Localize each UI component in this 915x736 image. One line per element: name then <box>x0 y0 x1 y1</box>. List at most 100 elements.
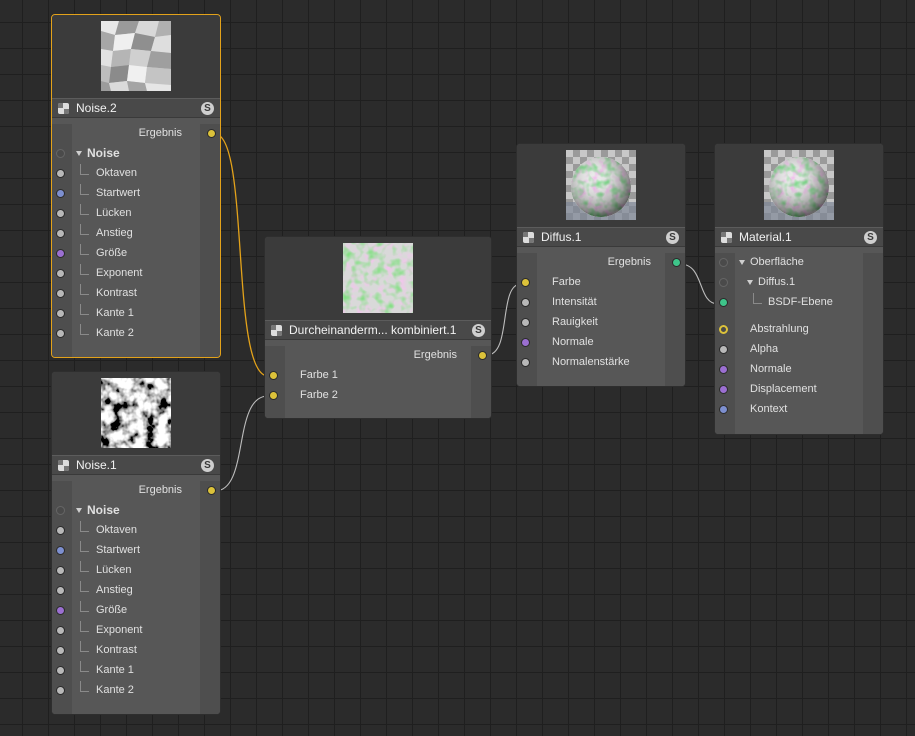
triangle-down-icon[interactable] <box>739 260 745 265</box>
output-strip <box>471 346 491 418</box>
noise-1-thumbnail <box>101 378 171 448</box>
input-label: Farbe 2 <box>300 389 338 401</box>
input-port[interactable] <box>719 405 728 414</box>
node-material-1[interactable]: Material.1 S Oberfläche Diffus.1 BSDF-Eb… <box>714 143 884 435</box>
solo-s-icon[interactable]: S <box>472 323 485 337</box>
input-port[interactable] <box>521 298 530 307</box>
input-port[interactable] <box>56 309 65 318</box>
input-port[interactable] <box>56 606 65 615</box>
input-label: Farbe 1 <box>300 369 338 381</box>
node-noise-1[interactable]: Noise.1 S Ergebnis Noise Oktaven Startwe… <box>51 371 221 715</box>
node-mix-combined[interactable]: Durcheinanderm... kombiniert.1 S Ergebni… <box>264 236 492 419</box>
input-port[interactable] <box>269 391 278 400</box>
input-port[interactable] <box>521 338 530 347</box>
input-port[interactable] <box>56 189 65 198</box>
output-port[interactable] <box>478 351 487 360</box>
input-port[interactable] <box>56 586 65 595</box>
input-row-kante-1: Kante 1 <box>52 661 220 681</box>
solo-s-icon[interactable]: S <box>201 458 214 472</box>
output-port[interactable] <box>672 258 681 267</box>
group-port[interactable] <box>56 506 65 515</box>
material-title-bar[interactable]: Material.1 S <box>715 227 883 247</box>
input-port[interactable] <box>56 329 65 338</box>
tree-line <box>80 244 89 255</box>
input-row-anstieg: Anstieg <box>52 224 220 244</box>
group-label: Noise <box>87 146 120 160</box>
input-port[interactable] <box>521 358 530 367</box>
input-port[interactable] <box>56 546 65 555</box>
noise-1-title-bar[interactable]: Noise.1 S <box>52 455 220 475</box>
solo-s-icon[interactable]: S <box>864 230 877 244</box>
tree-label: BSDF-Ebene <box>768 296 833 308</box>
input-row-displacement: Displacement <box>715 380 883 400</box>
input-port[interactable] <box>719 385 728 394</box>
group-port[interactable] <box>56 149 65 158</box>
wire-noise1-to-farbe2 <box>214 395 269 492</box>
output-port[interactable] <box>207 486 216 495</box>
input-row-groesse: Größe <box>52 601 220 621</box>
input-label: Normalenstärke <box>552 356 630 368</box>
input-label: Rauigkeit <box>552 316 598 328</box>
triangle-down-icon[interactable] <box>76 508 82 513</box>
tree-line <box>80 621 89 632</box>
checker-node-icon <box>58 459 69 471</box>
input-row-kontrast: Kontrast <box>52 641 220 661</box>
input-port[interactable] <box>719 325 728 334</box>
input-port[interactable] <box>56 269 65 278</box>
solo-s-icon[interactable]: S <box>666 230 679 244</box>
input-row-exponent: Exponent <box>52 264 220 284</box>
tree-row-oberflaeche[interactable]: Oberfläche <box>715 253 883 273</box>
solo-s-icon[interactable]: S <box>201 101 214 115</box>
input-row-farbe-2: Farbe 2 <box>265 386 491 406</box>
mix-title-bar[interactable]: Durcheinanderm... kombiniert.1 S <box>265 320 491 340</box>
output-port[interactable] <box>207 129 216 138</box>
input-port[interactable] <box>521 278 530 287</box>
input-strip <box>265 346 285 418</box>
input-port[interactable] <box>56 566 65 575</box>
noise-2-output-row: Ergebnis <box>52 124 220 144</box>
input-row-kante-1: Kante 1 <box>52 304 220 324</box>
input-port[interactable] <box>521 318 530 327</box>
tree-line <box>80 581 89 592</box>
tree-row-bsdf[interactable]: BSDF-Ebene <box>715 293 883 313</box>
input-port[interactable] <box>56 209 65 218</box>
noise-1-group-row[interactable]: Noise <box>52 501 220 521</box>
noise-2-group-row[interactable]: Noise <box>52 144 220 164</box>
material-body: Oberfläche Diffus.1 BSDF-Ebene Abstrahlu… <box>715 253 883 434</box>
checker-node-icon <box>271 324 282 336</box>
input-port[interactable] <box>56 666 65 675</box>
input-label: Exponent <box>96 624 143 636</box>
tree-row-diffus[interactable]: Diffus.1 <box>715 273 883 293</box>
input-port[interactable] <box>56 626 65 635</box>
input-label: Farbe <box>552 276 581 288</box>
tree-line <box>80 521 89 532</box>
input-port[interactable] <box>719 298 728 307</box>
output-strip <box>200 481 220 714</box>
input-port[interactable] <box>56 169 65 178</box>
input-row-kontext: Kontext <box>715 400 883 420</box>
input-port[interactable] <box>56 686 65 695</box>
input-port[interactable] <box>56 526 65 535</box>
input-port[interactable] <box>56 229 65 238</box>
input-label: Normale <box>750 363 792 375</box>
diffus-title-bar[interactable]: Diffus.1 S <box>517 227 685 247</box>
output-label: Ergebnis <box>138 127 182 139</box>
input-port[interactable] <box>719 345 728 354</box>
tree-line <box>80 304 89 315</box>
input-port[interactable] <box>56 249 65 258</box>
node-diffus-1[interactable]: Diffus.1 S Ergebnis Farbe Intensität Rau… <box>516 143 686 387</box>
tree-line <box>80 224 89 235</box>
input-port[interactable] <box>719 278 728 287</box>
input-port[interactable] <box>719 258 728 267</box>
input-port[interactable] <box>56 646 65 655</box>
input-port[interactable] <box>719 365 728 374</box>
output-strip <box>863 253 883 434</box>
input-port[interactable] <box>56 289 65 298</box>
mix-body: Ergebnis Farbe 1 Farbe 2 <box>265 346 491 418</box>
node-noise-2[interactable]: Noise.2 S Ergebnis Noise Oktaven Startwe… <box>51 14 221 358</box>
triangle-down-icon[interactable] <box>747 280 753 285</box>
input-label: Displacement <box>750 383 817 395</box>
noise-2-title-bar[interactable]: Noise.2 S <box>52 98 220 118</box>
triangle-down-icon[interactable] <box>76 151 82 156</box>
input-port[interactable] <box>269 371 278 380</box>
